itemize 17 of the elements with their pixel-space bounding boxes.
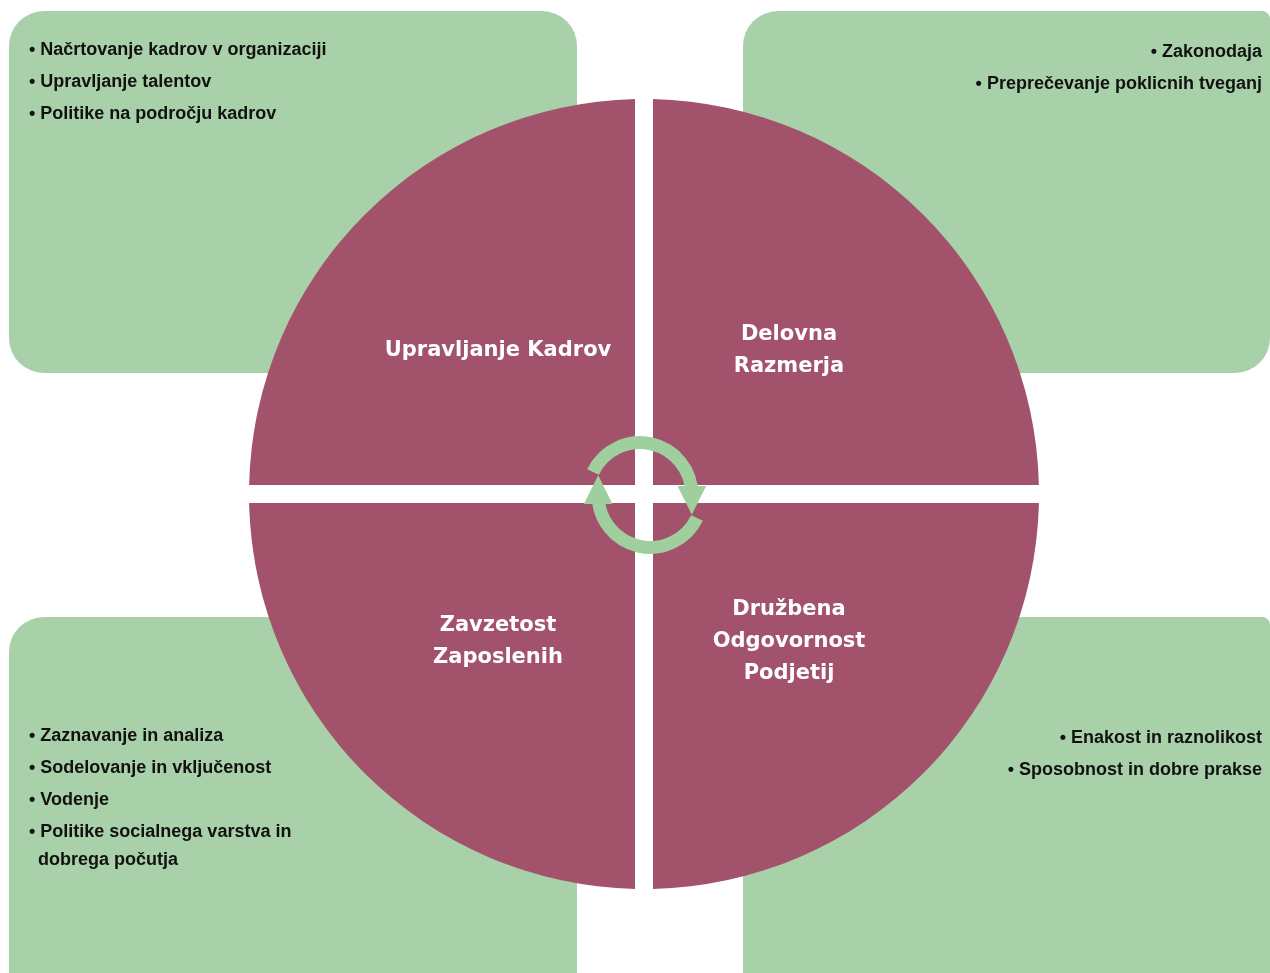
bullet-item: • Politike na področju kadrov (29, 102, 278, 125)
bullet-item: • Politike socialnega varstva in dobrega počutja (29, 820, 293, 871)
quadrant-title: Zavzetost Zaposlenih (432, 611, 564, 670)
bullet-item: • Načrtovanje kadrov v organizaciji (29, 38, 327, 61)
bullet-item: • Sposobnost in dobre prakse (1007, 758, 1262, 781)
cycle-arrow (587, 436, 706, 515)
quadrant-title: Družbena Odgovornost Podjetij (711, 595, 867, 686)
cycle-arrow (584, 475, 703, 554)
bullet-item: • Zakonodaja (1149, 40, 1262, 63)
bullet-item: • Sodelovanje in vključenost (29, 756, 273, 779)
quadrant-title: Delovna Razmerja (732, 320, 846, 379)
bullet-item: • Vodenje (29, 788, 110, 811)
quadrant-title: Upravljanje Kadrov (383, 336, 613, 363)
bullet-item: • Enakost in raznolikost (1058, 726, 1262, 749)
bullet-item: • Preprečevanje poklicnih tveganj (975, 72, 1262, 95)
bullet-item: • Upravljanje talentov (29, 70, 213, 93)
bullet-item: • Zaznavanje in analiza (29, 724, 225, 747)
